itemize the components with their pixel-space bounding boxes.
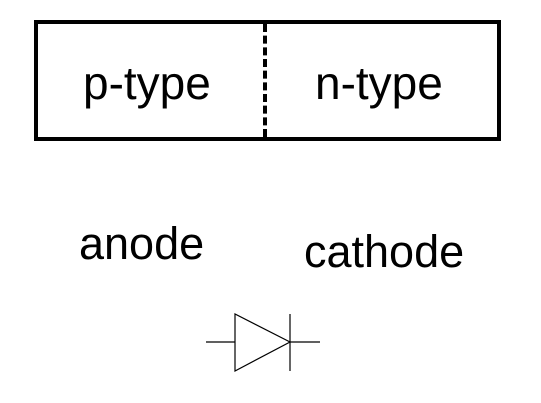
n-type-label: n-type	[315, 57, 443, 109]
p-type-label: p-type	[83, 57, 211, 109]
diode-symbol-icon	[206, 313, 320, 372]
junction-boundary-line	[263, 24, 267, 137]
anode-label: anode	[79, 218, 205, 269]
pn-junction-box	[34, 20, 501, 141]
diode-triangle	[234, 313, 292, 372]
cathode-label: cathode	[304, 226, 465, 277]
